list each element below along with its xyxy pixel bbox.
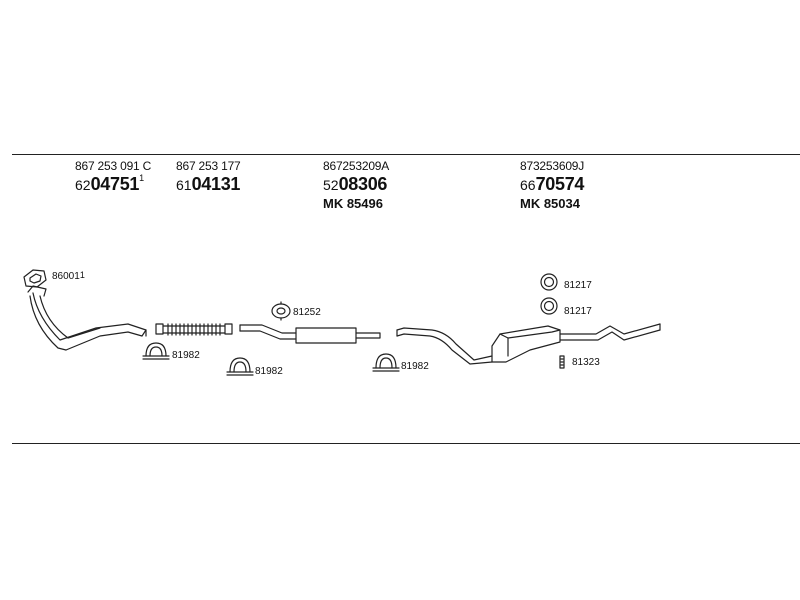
rubber-ring-icon — [540, 297, 558, 315]
bottom-rule — [12, 443, 800, 444]
part-code-clamp: 81982 — [172, 350, 200, 361]
part-code-clamp: 81982 — [401, 361, 429, 372]
part-number: 62047511 — [75, 173, 145, 194]
oem-number: 867253209A — [323, 159, 390, 173]
clamp-icon — [226, 357, 254, 376]
middle-silencer-icon — [239, 324, 381, 344]
rubber-ring-icon — [540, 273, 558, 291]
section-front-pipe: 867 253 091 C 62047511 — [75, 160, 151, 194]
mk-number: MK 85496 — [323, 196, 383, 211]
part-number: 6670574 — [520, 174, 585, 194]
section-middle-silencer: 867253209A 5208306 MK 85496 — [323, 160, 389, 210]
top-rule — [12, 154, 800, 155]
part-code-gasket: 860011 — [52, 270, 85, 282]
part-code-ring: 81217 — [564, 280, 592, 291]
clamp-icon — [372, 353, 400, 372]
clamp-icon — [142, 342, 170, 360]
flex-pipe-icon — [155, 323, 233, 336]
section-flex-pipe: 867 253 177 6104131 — [176, 160, 241, 194]
part-code-bracket: 81323 — [572, 357, 600, 368]
part-code-clamp: 81982 — [255, 366, 283, 377]
front-pipe-icon — [27, 285, 147, 351]
oem-number: 873253609J — [520, 159, 585, 173]
oem-number: 867 253 177 — [176, 159, 241, 173]
gasket-icon — [23, 269, 47, 288]
bracket-icon — [559, 355, 565, 369]
part-code-ring: 81217 — [564, 306, 592, 317]
oem-number: 867 253 091 C — [75, 159, 152, 173]
rear-silencer-icon — [396, 323, 661, 365]
part-code-hanger: 81252 — [293, 307, 321, 318]
part-number: 6104131 — [176, 174, 241, 194]
hanger-icon — [271, 301, 291, 321]
mk-number: MK 85034 — [520, 196, 580, 211]
section-rear-silencer: 873253609J 6670574 MK 85034 — [520, 160, 584, 210]
part-number: 5208306 — [323, 174, 388, 194]
